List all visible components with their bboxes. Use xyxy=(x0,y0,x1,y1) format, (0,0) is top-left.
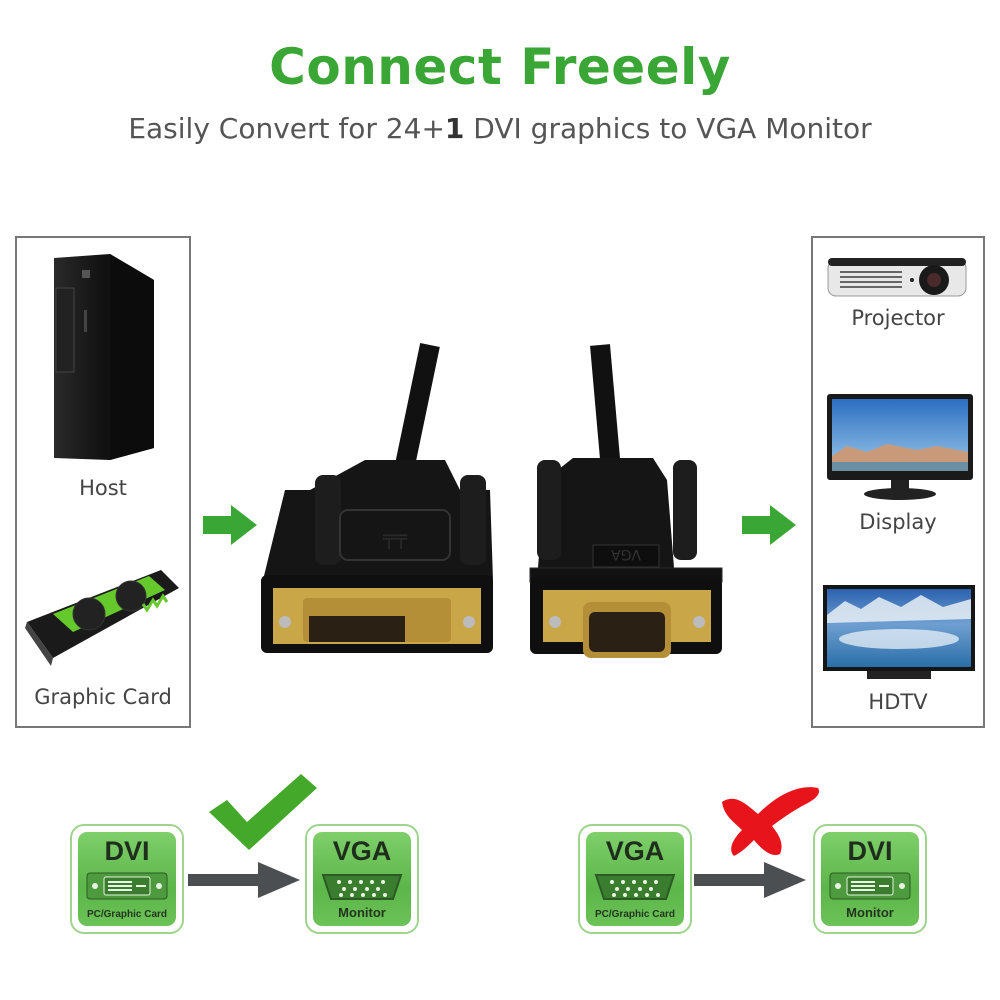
arrow-right-icon xyxy=(203,505,257,545)
source-label-graphic-card: Graphic Card xyxy=(34,685,172,709)
desktop-tower-icon xyxy=(54,254,154,460)
arrow-right-icon xyxy=(188,862,300,898)
target-label-display: Display xyxy=(859,510,937,534)
dvi-plug-logo: ╤╤ xyxy=(382,525,408,549)
dvi-port-icon xyxy=(86,872,168,900)
page-subtitle: Easily Convert for 24+1 DVI graphics to … xyxy=(0,112,1000,145)
cross-icon xyxy=(722,787,820,856)
target-devices-panel: Projector Display HDTV xyxy=(811,236,985,728)
badge-port-label: DVI xyxy=(104,836,150,866)
badge-dvi-target: DVI Monitor xyxy=(813,824,927,934)
dvi-port-icon xyxy=(829,872,911,900)
badge-port-label: VGA xyxy=(605,836,665,866)
subtitle-bold: 1 xyxy=(444,112,465,145)
subtitle-prefix: Easily Convert for 24+ xyxy=(128,112,445,145)
badge-port-label: DVI xyxy=(847,836,893,866)
arrow-right-icon xyxy=(694,862,806,898)
badge-device-label: Monitor xyxy=(338,905,386,920)
badge-vga-target: VGA Monitor xyxy=(305,824,419,934)
badge-device-label: Monitor xyxy=(846,905,894,920)
source-devices-panel: Host Graphic Card xyxy=(15,236,191,728)
graphics-card-icon xyxy=(25,570,179,666)
badge-device-label: PC/Graphic Card xyxy=(594,909,676,920)
badge-port-label: VGA xyxy=(332,836,392,866)
monitor-icon xyxy=(827,394,973,500)
badge-dvi-source: DVI PC/Graphic Card xyxy=(70,824,184,934)
tv-icon xyxy=(823,585,975,679)
arrow-right-icon xyxy=(742,505,796,545)
vga-plug-mark: VGA xyxy=(611,546,641,562)
checkmark-icon xyxy=(209,774,317,850)
vga-port-icon xyxy=(321,874,403,900)
dvi-to-vga-cable-image: ╤╤ VGA xyxy=(261,342,723,658)
vga-port-icon xyxy=(594,874,676,900)
projector-icon xyxy=(827,258,967,297)
target-label-projector: Projector xyxy=(851,306,945,330)
badge-vga-source: VGA PC/Graphic Card xyxy=(578,824,692,934)
source-label-host: Host xyxy=(79,476,127,500)
subtitle-suffix: DVI graphics to VGA Monitor xyxy=(464,112,872,145)
badge-device-label: PC/Graphic Card xyxy=(86,909,168,920)
page-title: Connect Freeely xyxy=(269,38,731,96)
target-label-hdtv: HDTV xyxy=(868,690,928,714)
